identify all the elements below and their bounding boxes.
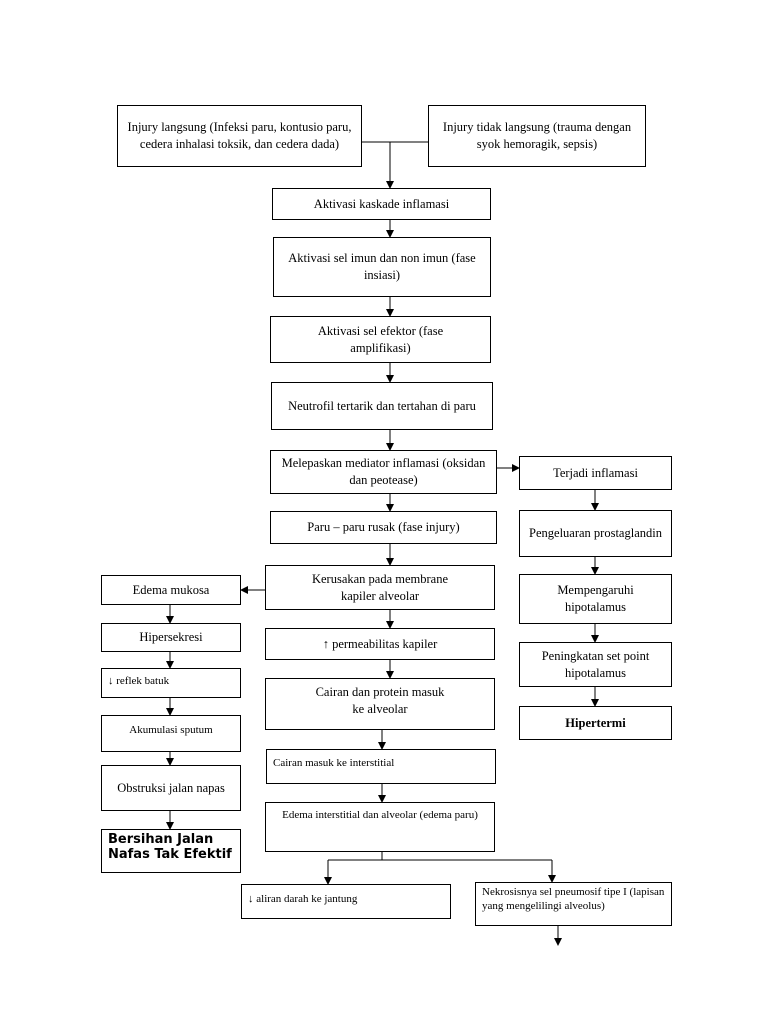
node-nekrosis-text: Nekrosisnya sel pneumosif tipe I (lapisa… <box>482 886 665 912</box>
node-hipersekresi: Hipersekresi <box>101 623 241 652</box>
node-injury-langsung-text: Injury langsung (Infeksi paru, kontusio … <box>127 120 352 151</box>
node-aliran-darah-text: ↓ aliran darah ke jantung <box>248 893 358 905</box>
node-akumulasi-sputum: Akumulasi sputum <box>101 715 241 752</box>
node-reflek-batuk-text: ↓ reflek batuk <box>108 675 170 687</box>
node-aktivasi-sel-efektor: Aktivasi sel efektor (fase amplifikasi) <box>270 316 491 363</box>
node-aktivasi-kaskade: Aktivasi kaskade inflamasi <box>272 188 491 220</box>
node-nekrosis: Nekrosisnya sel pneumosif tipe I (lapisa… <box>475 882 672 926</box>
node-melepaskan-mediator: Melepaskan mediator inflamasi (oksidan d… <box>270 450 497 494</box>
node-edema-interstitial: Edema interstitial dan alveolar (edema p… <box>265 802 495 852</box>
node-injury-tidak-langsung: Injury tidak langsung (trauma dengan syo… <box>428 105 646 167</box>
node-aktivasi-kaskade-text: Aktivasi kaskade inflamasi <box>313 196 450 211</box>
node-cairan-protein-text: Cairan dan protein masuk ke alveolar <box>315 685 445 716</box>
node-mempengaruhi: Mempengaruhi hipotalamus <box>519 574 672 624</box>
node-aktivasi-sel-efektor-text: Aktivasi sel efektor (fase amplifikasi) <box>317 323 444 355</box>
node-paru-rusak: Paru – paru rusak (fase injury) <box>270 511 497 544</box>
node-obstruksi: Obstruksi jalan napas <box>101 765 241 811</box>
node-terjadi-inflamasi: Terjadi inflamasi <box>519 456 672 490</box>
node-pengeluaran-text: Pengeluaran prostaglandin <box>529 526 662 541</box>
node-cairan-protein: Cairan dan protein masuk ke alveolar <box>265 678 495 730</box>
node-injury-tidak-langsung-text: Injury tidak langsung (trauma dengan syo… <box>442 120 632 151</box>
node-bersihan: Bersihan Jalan Nafas Tak Efektif <box>101 829 241 873</box>
node-pengeluaran: Pengeluaran prostaglandin <box>519 510 672 557</box>
node-paru-rusak-text: Paru – paru rusak (fase injury) <box>307 520 460 535</box>
node-terjadi-inflamasi-text: Terjadi inflamasi <box>553 465 638 480</box>
node-peningkatan-set-point: Peningkatan set point hipotalamus <box>519 642 672 687</box>
node-obstruksi-text: Obstruksi jalan napas <box>117 780 225 795</box>
node-aktivasi-sel-imun-text: Aktivasi sel imun dan non imun (fase ins… <box>288 251 476 282</box>
node-hipertermi: Hipertermi <box>519 706 672 740</box>
node-permeabilitas: ↑ permeabilitas kapiler <box>265 628 495 660</box>
node-peningkatan-set-point-text: Peningkatan set point hipotalamus <box>541 648 650 680</box>
node-hipersekresi-text: Hipersekresi <box>139 630 203 645</box>
node-bersihan-text: Bersihan Jalan Nafas Tak Efektif <box>108 832 232 862</box>
node-melepaskan-mediator-text: Melepaskan mediator inflamasi (oksidan d… <box>281 456 486 487</box>
node-injury-langsung: Injury langsung (Infeksi paru, kontusio … <box>117 105 362 167</box>
node-reflek-batuk: ↓ reflek batuk <box>101 668 241 698</box>
node-cairan-interstitial-text: Cairan masuk ke interstitial <box>273 757 395 769</box>
node-akumulasi-sputum-text: Akumulasi sputum <box>129 724 213 736</box>
node-kerusakan-membrane-text: Kerusakan pada membrane kapiler alveolar <box>311 571 449 603</box>
node-cairan-interstitial: Cairan masuk ke interstitial <box>266 749 496 784</box>
node-edema-mukosa-text: Edema mukosa <box>132 582 210 597</box>
node-mempengaruhi-text: Mempengaruhi hipotalamus <box>557 583 634 614</box>
node-neutrofil-text: Neutrofil tertarik dan tertahan di paru <box>288 398 476 413</box>
node-aktivasi-sel-imun: Aktivasi sel imun dan non imun (fase ins… <box>273 237 491 297</box>
node-neutrofil: Neutrofil tertarik dan tertahan di paru <box>271 382 493 430</box>
node-aliran-darah: ↓ aliran darah ke jantung <box>241 884 451 919</box>
node-hipertermi-text: Hipertermi <box>565 715 626 730</box>
node-kerusakan-membrane: Kerusakan pada membrane kapiler alveolar <box>265 565 495 610</box>
node-edema-mukosa: Edema mukosa <box>101 575 241 605</box>
node-permeabilitas-text: ↑ permeabilitas kapiler <box>322 636 438 651</box>
node-edema-interstitial-text: Edema interstitial dan alveolar (edema p… <box>282 809 478 821</box>
